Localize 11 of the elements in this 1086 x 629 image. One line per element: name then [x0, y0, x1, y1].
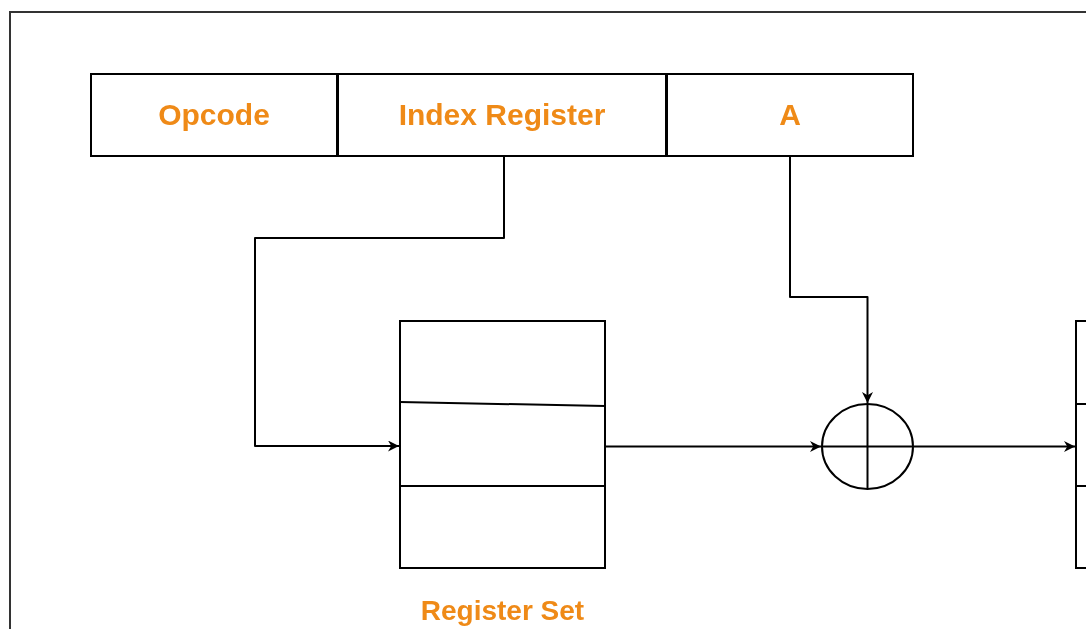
arrow: [605, 441, 822, 452]
opcode-field: [90, 73, 338, 157]
field-label: Opcode: [158, 98, 270, 132]
index-register-field: [337, 73, 667, 157]
arrow: [789, 156, 873, 404]
register-set-label: Register Set: [419, 595, 586, 627]
arrow: [913, 441, 1076, 452]
field-label: A: [779, 98, 801, 132]
arrow: [254, 156, 505, 452]
address-field: [666, 73, 914, 157]
field-label: Index Register: [398, 98, 606, 132]
